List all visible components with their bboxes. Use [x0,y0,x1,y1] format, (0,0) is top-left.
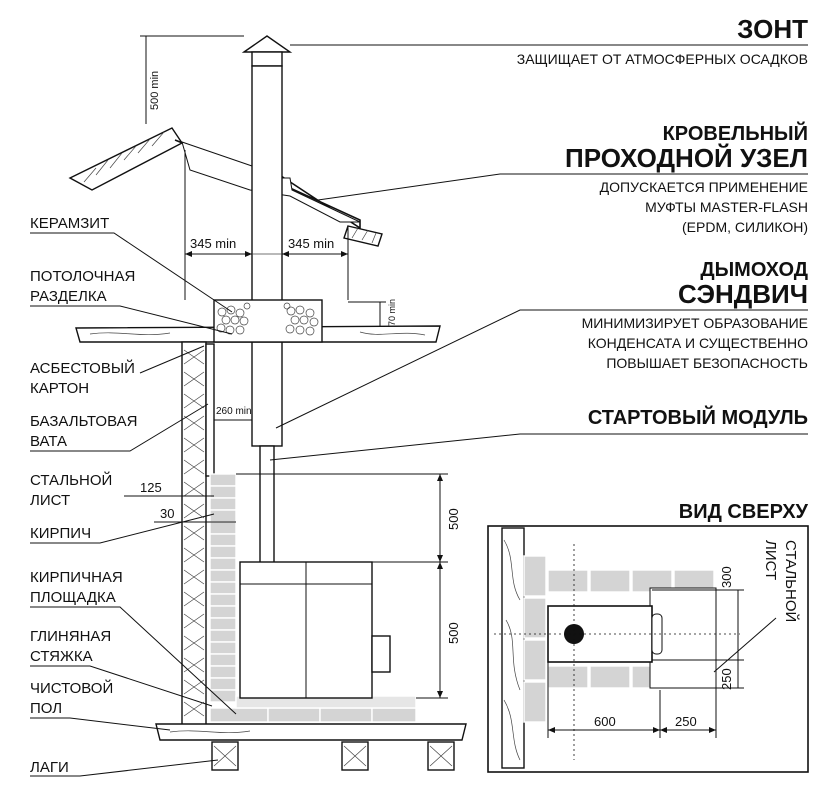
label-stal-1: СТАЛЬНОЙ [30,471,112,489]
text-uzel-desc-3: (EPDM, СИЛИКОН) [682,219,808,235]
text-uzel-desc-2: МУФТЫ MASTER-FLASH [645,199,808,215]
dim-345min-right: 345 min [288,236,334,251]
label-asbest-2: КАРТОН [30,380,89,397]
label-bazalt-2: ВАТА [30,433,67,450]
label-styazhka-2: СТЯЖКА [30,648,93,665]
top-label-stal-1: СТАЛЬНОЙ [782,540,800,622]
start-module [259,445,275,565]
label-kirpich: КИРПИЧ [30,525,91,542]
text-dymohod-desc-2: КОНДЕНСАТА И СУЩЕСТВЕННО [588,335,808,351]
brick-screen [209,473,237,703]
dim-500-lower: 500 [446,622,461,644]
steel-sheet-shield [205,343,215,477]
label-stal-2: ЛИСТ [30,492,70,509]
top-view-panel: 600 250 300 250 СТАЛЬНОЙ ЛИСТ [487,525,809,773]
finished-floor [155,723,467,741]
top-dim-250-h: 250 [675,714,697,729]
top-dim-250-v: 250 [719,668,734,690]
heading-uzel-2: ПРОХОДНОЙ УЗЕЛ [565,143,808,173]
top-dim-600: 600 [594,714,616,729]
dim-500min: 500 min [149,71,161,110]
heading-uzel-1: КРОВЕЛЬНЫЙ [663,121,808,145]
text-zont-desc: ЗАЩИЩАЕТ ОТ АТМОСФЕРНЫХ ОСАДКОВ [517,51,808,67]
roof [68,127,383,247]
heading-dymohod-1: ДЫМОХОД [700,259,808,281]
text-dymohod-desc-3: ПОВЫШАЕТ БЕЗОПАСНОСТЬ [606,355,808,371]
ceiling-slab [75,299,441,343]
dim-70min: 70 min [387,299,397,326]
label-asbest-1: АСБЕСТОВЫЙ [30,359,135,377]
dim-125: 125 [140,480,162,495]
label-potolochnaya-1: ПОТОЛОЧНАЯ [30,268,135,285]
label-pol-2: ПОЛ [30,700,62,717]
text-uzel-desc-1: ДОПУСКАЕТСЯ ПРИМЕНЕНИЕ [600,179,808,195]
label-bazalt-1: БАЗАЛЬТОВАЯ [30,413,137,430]
heading-zont: ЗОНТ [737,14,808,44]
dim-500-upper: 500 [446,508,461,530]
label-styazhka-1: ГЛИНЯНАЯ [30,628,111,645]
heading-dymohod-2: СЭНДВИЧ [678,279,808,309]
stove [239,561,391,699]
brick-wall [181,341,215,731]
dim-345min-left: 345 min [190,236,236,251]
label-potolochnaya-2: РАЗДЕЛКА [30,288,107,305]
top-label-stal-2: ЛИСТ [762,540,779,580]
brick-platform [209,695,417,723]
chimney-sandwich [241,35,293,565]
dim-260min: 260 min [216,406,252,417]
joists [211,741,455,771]
heading-start-module: СТАРТОВЫЙ МОДУЛЬ [588,405,808,429]
top-dim-300: 300 [719,566,734,588]
dim-30: 30 [160,506,174,521]
text-dymohod-desc-1: МИНИМИЗИРУЕТ ОБРАЗОВАНИЕ [582,315,808,331]
expanded-clay-fill [216,302,319,336]
heading-top-view: ВИД СВЕРХУ [679,501,809,523]
label-keramzit: КЕРАМЗИТ [30,215,109,232]
label-ploshadka-1: КИРПИЧНАЯ [30,569,123,586]
label-pol-1: ЧИСТОВОЙ [30,679,113,697]
ceiling-penetration-box [213,299,323,343]
label-lagi: ЛАГИ [30,759,69,776]
label-ploshadka-2: ПЛОЩАДКА [30,589,116,606]
